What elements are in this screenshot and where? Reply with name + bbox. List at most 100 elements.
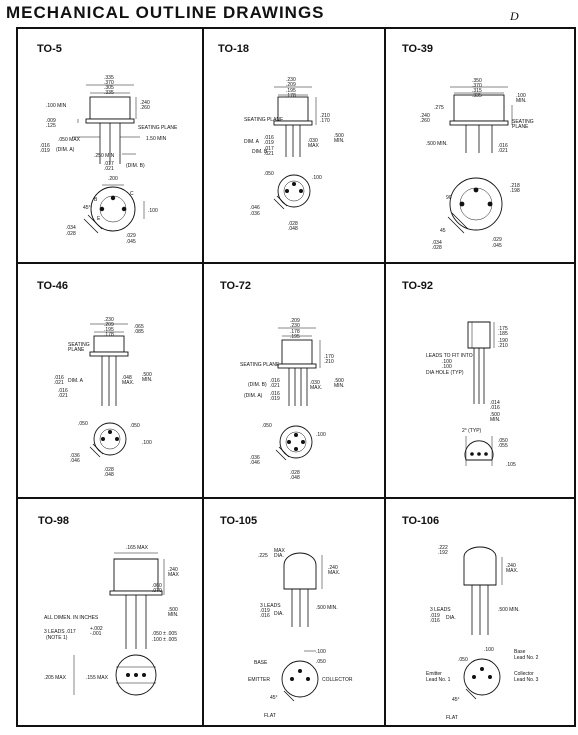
dimension-label: .050 [316, 659, 326, 665]
dimension-label: .175 [498, 326, 508, 332]
to18-drawing: .230.209 .195.178 SEATING PLANE .210.170… [244, 77, 345, 232]
grid-divider [384, 29, 386, 725]
dimension-label: B [94, 197, 98, 203]
dimension-label: .209 [290, 318, 300, 324]
dimension-label: .050 [78, 421, 88, 427]
dimension-label: .019 [264, 140, 274, 146]
grid-divider [18, 262, 574, 264]
dimension-label: .029 [126, 233, 136, 239]
dimension-label: .100 [316, 649, 326, 655]
dimension-label: .500 MIN. [316, 605, 338, 611]
dimension-label: .019 [40, 148, 50, 154]
dimension-label: .050 ± .005 [152, 631, 177, 637]
dimension-label: .155 MAX [86, 675, 109, 681]
package-name: TO-92 [402, 280, 433, 292]
dimension-label: .060 [152, 583, 162, 589]
dimension-label: .017 [104, 161, 114, 167]
dimension-label: .021 [104, 166, 114, 172]
dimension-label: .046 [70, 458, 80, 464]
to5-drawing: .335.370 .305.335 .240.260 .100 MIN .009… [40, 75, 178, 245]
dimension-label: 45° [83, 205, 91, 211]
to18-side-view: .230.209 .195.178 SEATING PLANE .210.170… [244, 77, 345, 157]
dimension-label: .210 [320, 113, 330, 119]
cell-to92: TO-92 .175.185 .190.210 LEADS TO FIT INT… [386, 264, 576, 497]
dimension-label: .048 [122, 375, 132, 381]
to5-side-view: .335.370 .305.335 .240.260 .100 MIN .009… [40, 75, 178, 172]
dimension-label: MAX [168, 572, 180, 578]
to72-side-view: .209.230 .178.195 SEATING PLANE .170.210… [240, 318, 345, 406]
package-name: TO-39 [402, 43, 433, 55]
to72-drawing: .209.230 .178.195 SEATING PLANE .170.210… [240, 318, 345, 481]
dimension-label: ALL DIMEN. IN INCHES [44, 615, 99, 621]
to46-side-view: .230.209 .195.178 .065.085 SEATINGPLANE … [54, 317, 153, 406]
dimension-label: .100 [148, 208, 158, 214]
page-title: MECHANICAL OUTLINE DRAWINGS [6, 3, 325, 22]
dimension-label: DIA. [274, 611, 284, 617]
dimension-label: SEATING [68, 342, 90, 348]
dimension-label: 3 LEADS [260, 603, 281, 609]
dimension-label: .016 [498, 143, 508, 149]
dimension-label: .021 [498, 148, 508, 154]
grid-divider [202, 29, 204, 725]
dimension-label: .085 [134, 329, 144, 335]
dimension-label: DIA HOLE (TYP) [426, 370, 464, 376]
dimension-label: 45° [270, 695, 278, 701]
dimension-label: .016 [270, 378, 280, 384]
dimension-label: FLAT [446, 715, 458, 721]
to5-bottom-view: .200 .100 .034.028 .029.045 45° B C E [66, 176, 158, 245]
dimension-label: SEATING PLANE [244, 117, 284, 123]
dimension-label: .240 [328, 565, 338, 571]
dimension-label: .036 [250, 211, 260, 217]
dimension-label: MAX. [506, 568, 518, 574]
dimension-label: .034 [432, 240, 442, 246]
dimension-label: .050 [458, 657, 468, 663]
dimension-label: .500 [490, 412, 500, 418]
dimension-label: .036 [70, 453, 80, 459]
dimension-label: .028 [432, 245, 442, 251]
dimension-label: C [130, 191, 134, 197]
dimension-label: .100 [442, 359, 452, 365]
dimension-label: MIN. [516, 98, 527, 104]
cell-to5: TO-5 .335.370 .305.335 .240.260 .100 MIN… [18, 29, 202, 262]
dimension-label: .048 [104, 472, 114, 478]
dimension-label: .240 [506, 563, 516, 569]
dimension-label: .046 [250, 460, 260, 466]
dimension-label: .036 [250, 455, 260, 461]
dimension-label: DIM. A [244, 139, 260, 145]
dimension-label: LEADS TO FIT INTO [426, 353, 473, 359]
dimension-label: 45° [452, 697, 460, 703]
dimension-label: .105 [506, 462, 516, 468]
dimension-label: 3 LEADS .017 [44, 629, 76, 635]
dimension-label: .050 [130, 423, 140, 429]
dimension-label: .016 [54, 375, 64, 381]
dimension-label: SEATING PLANE [138, 125, 178, 131]
dimension-label: .198 [510, 188, 520, 194]
dimension-label: .016 [430, 618, 440, 624]
dimension-label: .021 [58, 393, 68, 399]
dimension-label: .370 [104, 80, 114, 86]
dimension-label: .029 [492, 237, 502, 243]
dimension-label: .016 [260, 613, 270, 619]
dimension-label: .050 [498, 438, 508, 444]
dimension-label: .200 [108, 176, 118, 182]
dimension-label: (DIM. A) [56, 147, 75, 153]
dimension-label: .230 [104, 317, 114, 323]
dimension-label: .500 [334, 378, 344, 384]
dimension-label: .205 MAX [44, 675, 67, 681]
dimension-label: MIN. [142, 377, 153, 383]
grid-divider [18, 497, 574, 499]
package-name: TO-18 [218, 43, 249, 55]
dimension-label: .028 [288, 221, 298, 227]
dimension-label: .016 [270, 391, 280, 397]
dimension-label: .230 [290, 323, 300, 329]
dimension-label: DIA. [446, 615, 456, 621]
dimension-label: .225 [258, 553, 268, 559]
dimension-label: MIN. [334, 138, 345, 144]
dimension-label: .046 [250, 205, 260, 211]
dimension-label: .050 [262, 423, 272, 429]
dimension-label: E [97, 216, 101, 222]
dimension-label: .500 [334, 133, 344, 139]
dimension-label: (DIM. A) [244, 393, 263, 399]
to72-bottom-view: .050 .100 .036.046 .028.048 [250, 423, 326, 481]
